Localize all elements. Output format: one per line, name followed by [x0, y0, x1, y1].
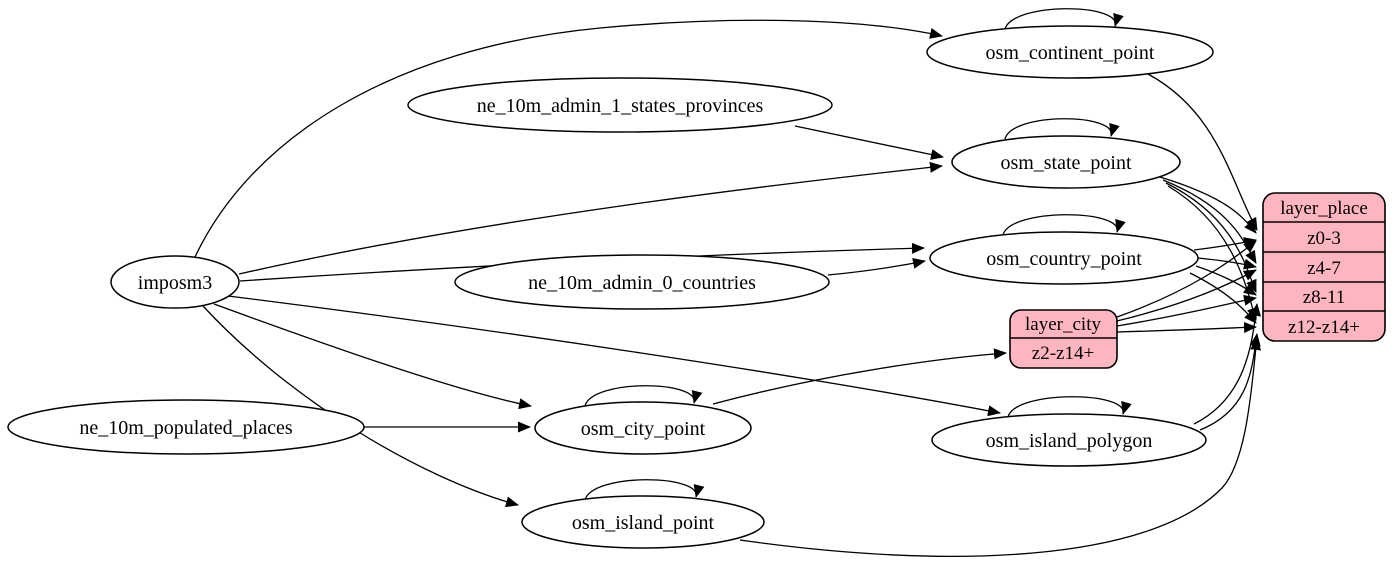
- edge-osm-state-point-to-layer-place-z4-7: [1162, 179, 1257, 264]
- edge-imposm3-to-osm-island-polygon: [227, 295, 1001, 417]
- node-layer-city-shape: [1009, 309, 1118, 369]
- edge-ne-10m-admin-0-countries-to-osm-country-point: [827, 257, 926, 276]
- node-ne-10m-populated-places-label: ne_10m_populated_places: [79, 417, 292, 439]
- edge-osm-state-point-to-layer-place-z8-11: [1165, 182, 1257, 293]
- node-osm-state-point: osm_state_point: [951, 135, 1181, 189]
- edge-imposm3-to-osm-continent-point: [194, 19, 943, 258]
- node-layer-place: layer_place z0-3 z4-7 z8-11 z12-z14+: [1262, 192, 1386, 342]
- layer-city-row-z2-z14: z2-z14+: [1032, 343, 1094, 364]
- node-osm-island-point-label: osm_island_point: [572, 512, 715, 534]
- node-osm-city-point-label: osm_city_point: [581, 418, 706, 440]
- node-osm-country-point: osm_country_point: [929, 231, 1199, 285]
- layer-place-row-z4-7: z4-7: [1307, 258, 1341, 279]
- node-ne-10m-admin-1-states-provinces-label: ne_10m_admin_1_states_provinces: [477, 95, 764, 117]
- node-ne-10m-populated-places-shape: [7, 399, 365, 455]
- layer-place-row-z0-3: z0-3: [1307, 228, 1341, 249]
- edge-osm-city-point-to-layer-city: [712, 348, 1007, 405]
- node-osm-island-polygon: osm_island_polygon: [931, 413, 1207, 467]
- node-imposm3-shape: [110, 255, 240, 309]
- edge-layer-city-to-layer-place-z4-7: [1116, 269, 1257, 322]
- node-osm-country-point-label: osm_country_point: [986, 248, 1142, 270]
- edge-imposm3-to-osm-city-point: [213, 303, 532, 410]
- node-osm-continent-point-shape: [926, 25, 1214, 79]
- node-ne-10m-admin-0-countries-shape: [454, 254, 830, 310]
- node-imposm3: imposm3: [110, 255, 240, 309]
- node-osm-continent-point-label: osm_continent_point: [986, 42, 1155, 64]
- edge-layer-city-to-layer-place-z8-11: [1116, 294, 1257, 327]
- node-osm-continent-point: osm_continent_point: [926, 25, 1214, 79]
- node-ne-10m-admin-0-countries: ne_10m_admin_0_countries: [454, 254, 830, 310]
- node-osm-island-point: osm_island_point: [521, 495, 765, 549]
- edge-osm-country-point-to-layer-place-z4-7: [1197, 257, 1257, 270]
- edge-self-loop-osm-island-polygon: [1007, 396, 1132, 418]
- edge-self-loop-osm-island-point: [584, 479, 705, 501]
- node-layer-city-title: layer_city: [1025, 314, 1101, 335]
- node-layer-city: layer_city z2-z14+: [1009, 309, 1118, 369]
- edge-layer-city-to-layer-place-z0-3: [1116, 240, 1257, 318]
- edge-ne-10m-admin-1-states-provinces-to-osm-state-point: [794, 125, 944, 160]
- node-ne-10m-populated-places: ne_10m_populated_places: [7, 399, 365, 455]
- edge-layer-city-to-layer-place-z12-z14: [1116, 321, 1257, 333]
- edge-osm-country-point-to-layer-place-z12-z14: [1189, 272, 1257, 324]
- node-ne-10m-admin-1-states-provinces: ne_10m_admin_1_states_provinces: [407, 77, 833, 133]
- node-osm-country-point-shape: [929, 231, 1199, 285]
- node-osm-island-polygon-label: osm_island_polygon: [986, 430, 1153, 452]
- edge-osm-island-polygon-to-layer-place-z8-11: [1193, 303, 1262, 425]
- node-imposm3-label: imposm3: [138, 272, 212, 294]
- node-osm-state-point-shape: [951, 135, 1181, 189]
- node-ne-10m-admin-1-states-provinces-shape: [407, 77, 833, 133]
- edge-imposm3-to-osm-state-point: [238, 161, 943, 275]
- node-osm-city-point-shape: [534, 401, 752, 455]
- edge-self-loop-osm-city-point: [584, 385, 703, 407]
- node-osm-city-point: osm_city_point: [534, 401, 752, 455]
- node-layer-place-shape: [1262, 192, 1386, 342]
- node-osm-state-point-label: osm_state_point: [1000, 152, 1132, 174]
- edge-self-loop-osm-continent-point: [1004, 8, 1124, 30]
- edge-self-loop-osm-state-point: [1004, 118, 1120, 140]
- edge-osm-continent-point-to-layer-place-z0-3: [1147, 73, 1258, 231]
- node-osm-island-polygon-shape: [931, 413, 1207, 467]
- layer-place-row-z12-z14: z12-z14+: [1288, 317, 1360, 338]
- edge-osm-state-point-to-layer-place-z0-3: [1159, 176, 1257, 234]
- node-ne-10m-admin-0-countries-label: ne_10m_admin_0_countries: [528, 272, 756, 294]
- edge-self-loop-osm-country-point: [1002, 214, 1126, 236]
- node-osm-island-point-shape: [521, 495, 765, 549]
- edge-osm-island-point-to-layer-place-z12-z14: [739, 337, 1262, 557]
- layer-place-row-z8-11: z8-11: [1303, 287, 1346, 308]
- node-layer-place-title: layer_place: [1280, 198, 1368, 219]
